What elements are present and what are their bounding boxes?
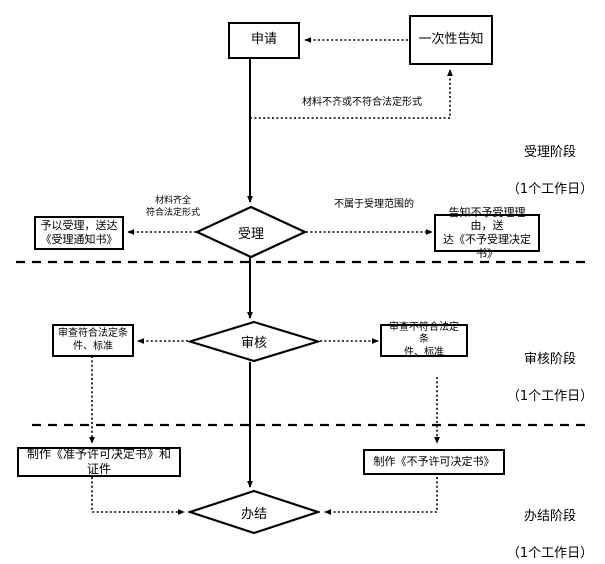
node-permit-deny-label: 制作《不予许可决定书》: [373, 455, 495, 469]
diamond-shape-review: [188, 320, 320, 363]
edge-label-incomplete-materials: 材料不齐或不符合法定形式: [302, 97, 422, 108]
diamond-shape-finish: [188, 489, 320, 535]
node-review-pass[interactable]: 审查符合法定条 件、标准: [52, 324, 134, 357]
node-accept-no[interactable]: 告知不予受理理由，送 达《不予受理决定书》: [434, 206, 540, 260]
node-apply-label: 申请: [250, 32, 277, 48]
edge-deny-to-finish: [324, 477, 438, 515]
node-one-time-notice[interactable]: 一次性告知: [409, 15, 493, 65]
node-one-time-notice-label: 一次性告知: [418, 31, 484, 47]
stage-label-review-name: 审核阶段: [523, 352, 576, 368]
stage-label-finish: 办结阶段 （1个工作日）: [500, 490, 600, 564]
stage-label-accept: 受理阶段 （1个工作日）: [500, 126, 600, 217]
node-permit-grant-label: 制作《准予许可决定书》和证件: [26, 447, 171, 476]
node-finish-label: 办结: [240, 506, 267, 522]
node-permit-grant[interactable]: 制作《准予许可决定书》和证件: [17, 447, 181, 477]
node-review[interactable]: 审核: [188, 320, 320, 363]
node-finish[interactable]: 办结: [188, 489, 320, 535]
stage-label-finish-duration: （1个工作日）: [506, 545, 594, 561]
node-apply[interactable]: 申请: [228, 22, 300, 59]
diamond-shape-accept: [195, 205, 307, 259]
stage-label-review: 审核阶段 （1个工作日）: [500, 333, 600, 424]
node-accept-no-label: 告知不予受理理由，送 达《不予受理决定书》: [443, 205, 531, 260]
node-accept-yes[interactable]: 予以受理，送达 《受理通知书》: [34, 216, 124, 250]
node-accept-yes-label: 予以受理，送达 《受理通知书》: [40, 219, 118, 246]
node-review-pass-label: 审查符合法定条 件、标准: [58, 328, 128, 352]
node-review-label: 审核: [240, 336, 267, 351]
edge-incomplete-to-notice: [250, 69, 453, 119]
stage-label-finish-name: 办结阶段: [523, 509, 576, 525]
stage-label-review-duration: （1个工作日）: [506, 388, 594, 404]
node-accept[interactable]: 受理: [195, 205, 307, 259]
node-accept-label: 受理: [237, 226, 264, 242]
edge-label-materials-complete: 材料齐全 符合法定形式: [145, 196, 200, 218]
stage-label-accept-name: 受理阶段: [523, 145, 576, 161]
node-review-fail-label: 审查不符合法定条 件、标准: [389, 321, 459, 358]
node-permit-deny[interactable]: 制作《不予许可决定书》: [363, 449, 505, 475]
stage-label-accept-duration: （1个工作日）: [506, 181, 594, 197]
edge-grant-to-finish: [91, 477, 185, 515]
node-review-fail[interactable]: 审查不符合法定条 件、标准: [380, 321, 468, 358]
edge-label-out-of-scope: 不属于受理范围的: [334, 199, 414, 210]
